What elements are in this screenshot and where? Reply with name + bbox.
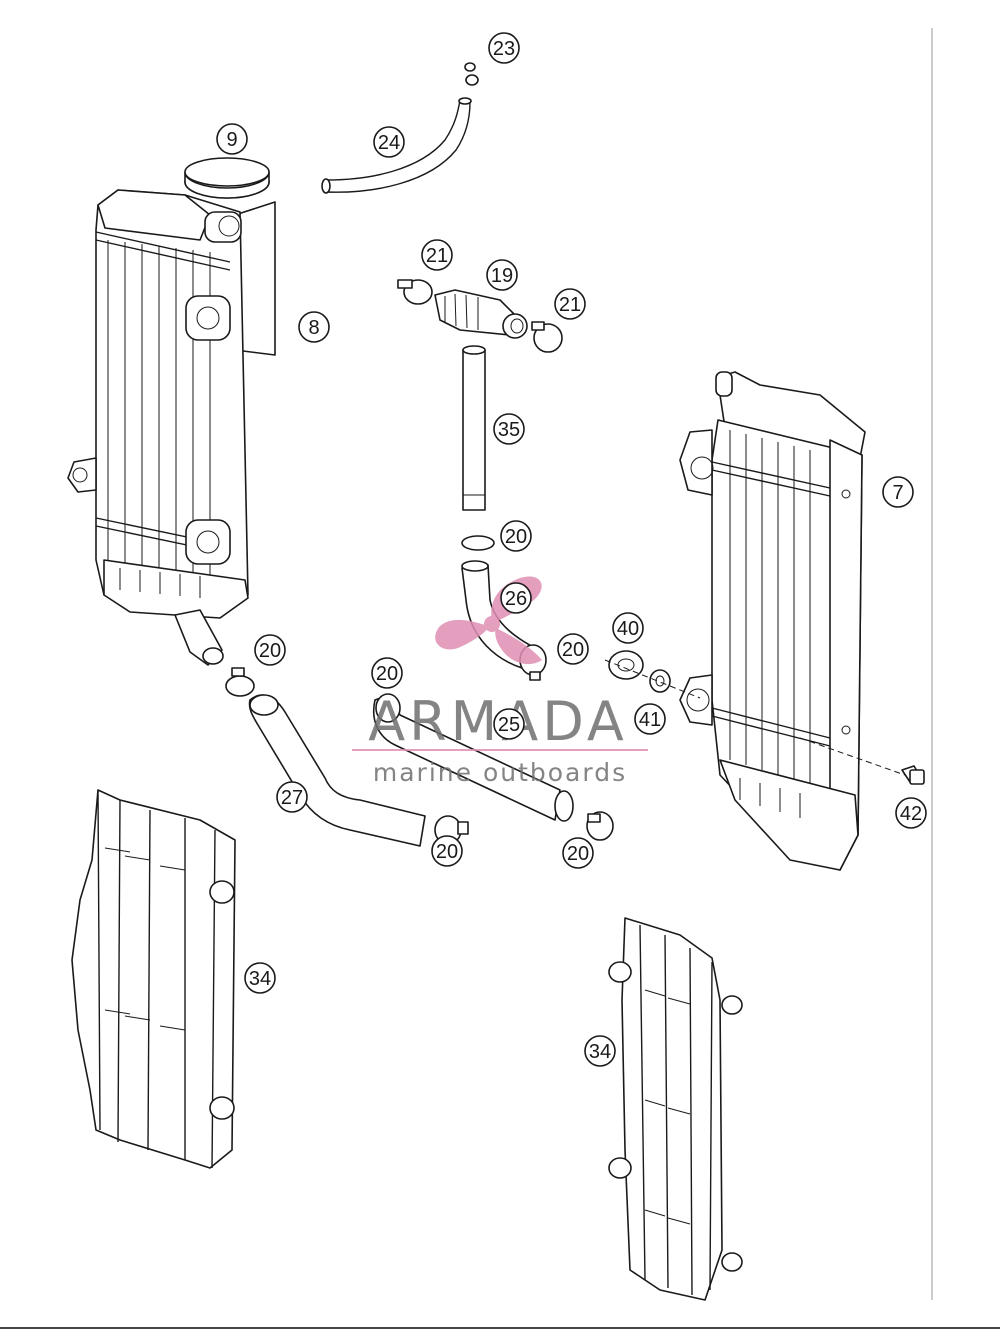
callout-9: 9: [216, 123, 248, 155]
svg-text:20: 20: [376, 663, 398, 685]
hose-clip: [464, 62, 479, 86]
t-piece: [434, 289, 528, 339]
svg-text:20: 20: [259, 640, 281, 662]
hose-clamp-21-right: [531, 321, 563, 353]
callout-35: 35: [493, 413, 525, 445]
callout-34-left: 34: [244, 962, 276, 994]
svg-text:20: 20: [505, 526, 527, 548]
callout-23: 23: [488, 32, 520, 64]
right-radiator-guard: [608, 917, 743, 1301]
callout-27: 27: [276, 781, 308, 813]
svg-text:40: 40: [617, 618, 639, 640]
left-radiator: [67, 189, 276, 666]
callout-20-elbow: 20: [557, 633, 589, 665]
hose-clamp-20-top: [461, 535, 495, 551]
lower-hose-27: [248, 694, 426, 847]
callout-26: 26: [500, 582, 532, 614]
callout-42: 42: [895, 797, 927, 829]
callout-21-right: 21: [554, 288, 586, 320]
callout-20-bottom-left: 20: [431, 835, 463, 867]
rubber-bush: [608, 650, 644, 680]
hose-clamp-20-left: [225, 667, 255, 697]
svg-text:20: 20: [567, 843, 589, 865]
svg-text:20: 20: [436, 841, 458, 863]
svg-text:25: 25: [498, 714, 520, 736]
radiator-cap: [184, 157, 270, 199]
assembly-line-right: [799, 737, 906, 776]
callout-24: 24: [373, 126, 405, 158]
svg-text:24: 24: [378, 132, 400, 154]
callout-19: 19: [486, 259, 518, 291]
right-radiator: [679, 371, 866, 871]
callout-8: 8: [298, 311, 330, 343]
washer: [649, 669, 671, 693]
svg-text:8: 8: [308, 317, 319, 339]
svg-text:23: 23: [493, 38, 515, 60]
propeller-hub: [484, 616, 500, 632]
hose-clamp-20-bottom-right: [586, 811, 614, 841]
coolant-tube: [462, 345, 486, 511]
callout-7: 7: [882, 476, 914, 508]
svg-text:41: 41: [639, 709, 661, 731]
callout-20-top: 20: [500, 520, 532, 552]
hose-clamp-21-left: [397, 279, 433, 305]
watermark-tagline: marine outboards: [373, 758, 627, 787]
callout-21-left: 21: [421, 239, 453, 271]
callout-25: 25: [493, 708, 525, 740]
svg-text:34: 34: [249, 968, 271, 990]
svg-text:20: 20: [562, 639, 584, 661]
callout-20-left: 20: [254, 634, 286, 666]
svg-text:19: 19: [491, 265, 513, 287]
watermark: ARMADA marine outboards: [352, 576, 648, 787]
svg-text:35: 35: [498, 419, 520, 441]
hose-clamp-20-mid: [375, 693, 401, 723]
callout-34-right: 34: [584, 1035, 616, 1067]
callout-20-mid: 20: [371, 657, 403, 689]
callout-40: 40: [612, 612, 644, 644]
callout-41: 41: [634, 703, 666, 735]
svg-text:34: 34: [589, 1041, 611, 1063]
screw: [901, 765, 925, 785]
svg-text:21: 21: [559, 294, 581, 316]
svg-text:27: 27: [281, 787, 303, 809]
callout-20-bottom-right: 20: [562, 837, 594, 869]
propeller-blade-right: [495, 628, 542, 665]
svg-text:21: 21: [426, 245, 448, 267]
left-radiator-guard: [71, 789, 236, 1169]
overflow-hose: [321, 97, 472, 194]
propeller-blade-left: [435, 619, 488, 650]
svg-text:9: 9: [226, 129, 237, 151]
svg-text:42: 42: [900, 803, 922, 825]
assembly-line-left: [604, 659, 701, 699]
svg-text:7: 7: [892, 482, 903, 504]
svg-text:26: 26: [505, 588, 527, 610]
